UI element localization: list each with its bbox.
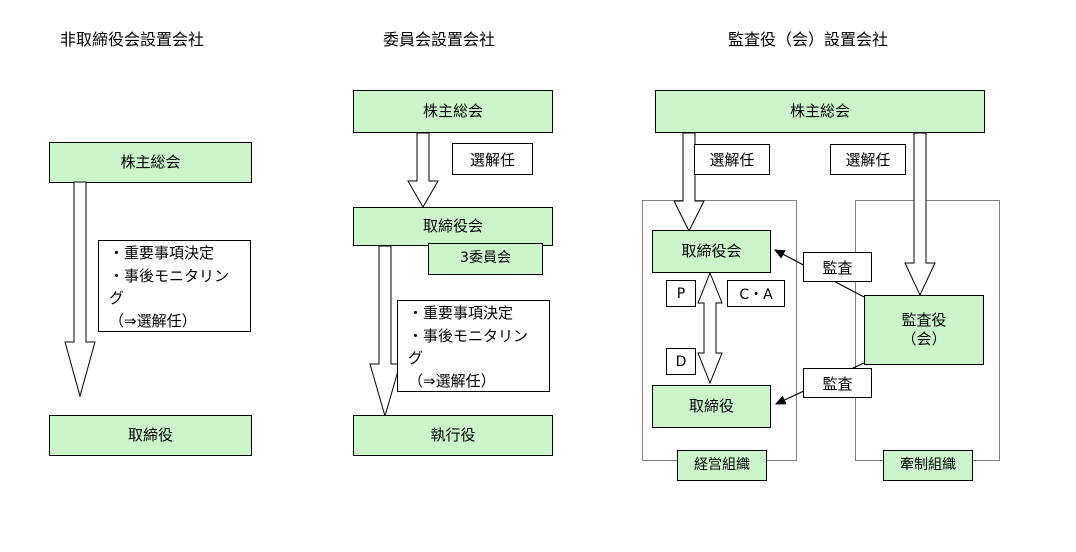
label-pdca-p-col3: P xyxy=(666,280,696,307)
group-label-management-org: 経営組織 xyxy=(677,450,767,481)
arrow-shareholders-to-board-col2 xyxy=(407,132,439,209)
column-title-1: 非取締役会設置会社 xyxy=(60,30,205,49)
note-board-functions-col2: ・重要事項決定 ・事後モニタリング （⇒選解任） xyxy=(397,300,550,392)
column-title-2: 委員会設置会社 xyxy=(383,30,496,49)
node-executive-officer-col2: 執行役 xyxy=(353,415,553,456)
node-director-col3: 取締役 xyxy=(652,385,771,428)
note-board-functions-col1: ・重要事項決定 ・事後モニタリング （⇒選解任） xyxy=(98,240,251,332)
column-title-3: 監査役（会）設置会社 xyxy=(728,30,889,49)
label-appoint-dismiss-right-col3: 選解任 xyxy=(830,144,906,175)
node-shareholders-meeting-col3: 株主総会 xyxy=(655,90,985,133)
arrow-board-director-bidirectional-col3 xyxy=(697,271,723,385)
node-three-committees-col2: 3委員会 xyxy=(428,243,543,275)
arrow-board-to-executive-col2 xyxy=(369,245,401,418)
node-shareholders-meeting-col2: 株主総会 xyxy=(353,90,553,133)
arrow-shareholders-to-auditor-col3 xyxy=(904,132,936,297)
node-board-of-directors-col2: 取締役会 xyxy=(353,207,553,246)
node-board-of-directors-col3: 取締役会 xyxy=(652,230,771,273)
node-auditor-col3: 監査役 （会） xyxy=(864,295,984,365)
label-pdca-ca-col3: C・A xyxy=(727,280,785,307)
node-director-col1: 取締役 xyxy=(49,415,252,456)
arrow-shareholders-to-director-col1 xyxy=(64,181,96,398)
group-label-control-org: 牽制組織 xyxy=(883,450,973,481)
label-audit-lower-col3: 監査 xyxy=(803,368,872,398)
label-pdca-d-col3: D xyxy=(666,348,696,375)
label-appoint-dismiss-col2: 選解任 xyxy=(452,143,533,175)
node-shareholders-meeting-col1: 株主総会 xyxy=(49,142,252,183)
label-appoint-dismiss-left-col3: 選解任 xyxy=(694,144,770,175)
label-audit-upper-col3: 監査 xyxy=(803,252,872,282)
